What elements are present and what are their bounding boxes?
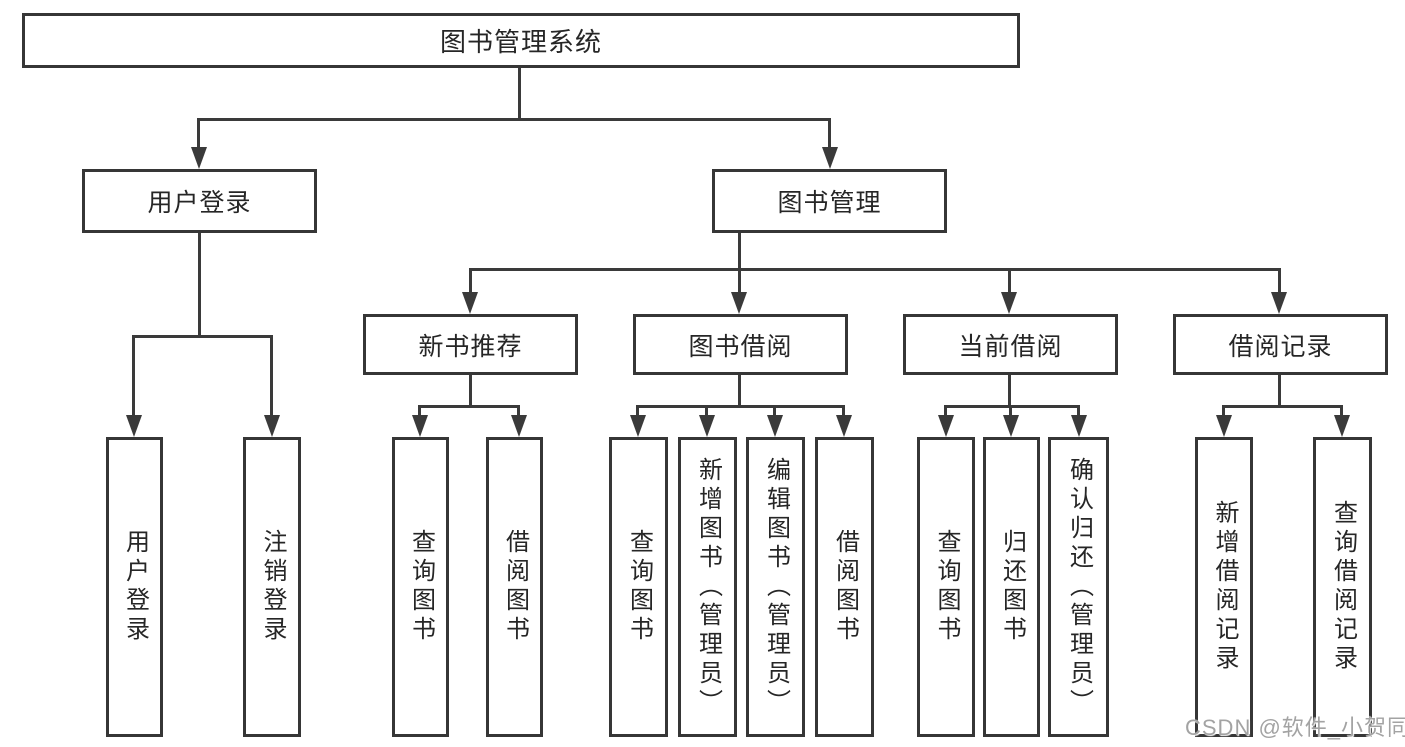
- connector-root-stem: [518, 68, 521, 118]
- node-label: 新书推荐: [418, 332, 523, 361]
- connector-borrow-records-branch: [1222, 405, 1343, 408]
- connector-drop: [1340, 405, 1343, 417]
- node-label: 用户登录: [121, 529, 149, 645]
- arrowhead-icon: [191, 147, 207, 169]
- csdn-watermark: CSDN @软件_小贺同学: [1185, 715, 1405, 740]
- connector-current-borrow-stem: [1008, 375, 1011, 405]
- node-label: 图书管理: [777, 189, 882, 217]
- node-label: 用户登录: [147, 189, 252, 217]
- node-label: 图书管理系统: [439, 27, 602, 57]
- connector-book-mgmt-drop: [828, 118, 831, 150]
- connector-drop: [1077, 405, 1080, 417]
- connector-drop: [842, 405, 845, 417]
- connector-drop: [270, 335, 273, 417]
- node-label: 图书借阅: [688, 332, 793, 361]
- connector-level3-branch: [469, 268, 1280, 271]
- connector-user-login-drop: [197, 118, 200, 150]
- leaf-return-books: 归还图书: [983, 437, 1040, 737]
- arrowhead-icon: [1003, 415, 1019, 437]
- connector-drop: [705, 405, 708, 417]
- arrowhead-icon: [1271, 292, 1287, 314]
- connector-book-borrow-stem: [738, 375, 741, 405]
- node-label: 新增借阅记录: [1211, 500, 1238, 674]
- connector-new-books-stem: [469, 375, 472, 405]
- node-label: 编辑图书（管理员）: [762, 456, 790, 718]
- arrowhead-icon: [126, 415, 142, 437]
- arrowhead-icon: [836, 415, 852, 437]
- connector-user-login-stem: [198, 233, 201, 335]
- leaf-borrow-books-recommend: 借阅图书: [486, 437, 543, 737]
- arrowhead-icon: [511, 415, 527, 437]
- arrowhead-icon: [630, 415, 646, 437]
- connector-drop: [1008, 268, 1011, 292]
- leaf-add-borrow-record: 新增借阅记录: [1195, 437, 1253, 737]
- node-label: 查询图书: [933, 529, 960, 645]
- node-user-login: 用户登录: [82, 169, 317, 233]
- node-label: 新增图书（管理员）: [694, 456, 722, 718]
- node-label: 查询借阅记录: [1329, 500, 1357, 674]
- connector-drop: [944, 405, 947, 417]
- connector-level2-branch: [198, 118, 831, 121]
- connector-book-borrow-branch: [636, 405, 845, 408]
- arrowhead-icon: [731, 292, 747, 314]
- arrowhead-icon: [264, 415, 280, 437]
- leaf-add-books-admin: 新增图书（管理员）: [678, 437, 737, 737]
- leaf-confirm-return-admin: 确认归还（管理员）: [1048, 437, 1109, 737]
- connector-drop: [738, 268, 741, 292]
- arrowhead-icon: [767, 415, 783, 437]
- connector-drop: [517, 405, 520, 417]
- connector-new-books-branch: [418, 405, 520, 408]
- node-current-borrowing: 当前借阅: [903, 314, 1118, 375]
- connector-drop: [469, 268, 472, 292]
- connector-drop: [1222, 405, 1225, 417]
- arrowhead-icon: [1071, 415, 1087, 437]
- arrowhead-icon: [699, 415, 715, 437]
- node-book-management: 图书管理: [712, 169, 947, 233]
- leaf-query-books-current: 查询图书: [917, 437, 975, 737]
- node-library-system: 图书管理系统: [22, 13, 1020, 68]
- leaf-user-login: 用户登录: [106, 437, 163, 737]
- connector-user-login-branch: [132, 335, 273, 338]
- arrowhead-icon: [938, 415, 954, 437]
- arrowhead-icon: [462, 292, 478, 314]
- connector-drop: [773, 405, 776, 417]
- node-label: 当前借阅: [958, 332, 1063, 361]
- node-label: 借阅图书: [831, 529, 859, 645]
- connector-borrow-records-stem: [1278, 375, 1281, 405]
- node-label: 归还图书: [998, 529, 1026, 645]
- node-label: 查询图书: [625, 529, 653, 645]
- node-label: 确认归还（管理员）: [1065, 456, 1093, 718]
- node-label: 借阅记录: [1228, 332, 1333, 361]
- node-borrow-records: 借阅记录: [1173, 314, 1388, 375]
- arrowhead-icon: [1001, 292, 1017, 314]
- connector-book-mgmt-stem: [738, 232, 741, 270]
- leaf-query-books-borrowing: 查询图书: [609, 437, 668, 737]
- node-label: 注销登录: [259, 529, 286, 645]
- connector-drop: [636, 405, 639, 417]
- connector-drop: [132, 335, 135, 417]
- node-label: 查询图书: [407, 529, 435, 645]
- node-new-book-recommend: 新书推荐: [363, 314, 578, 375]
- leaf-query-books-recommend: 查询图书: [392, 437, 449, 737]
- leaf-logout: 注销登录: [243, 437, 301, 737]
- connector-drop: [1009, 405, 1012, 417]
- connector-current-borrow-branch: [944, 405, 1080, 408]
- node-label: 借阅图书: [501, 529, 529, 645]
- node-book-borrowing: 图书借阅: [633, 314, 848, 375]
- leaf-edit-books-admin: 编辑图书（管理员）: [746, 437, 805, 737]
- leaf-borrow-books: 借阅图书: [815, 437, 874, 737]
- connector-drop: [418, 405, 421, 417]
- arrowhead-icon: [822, 147, 838, 169]
- arrowhead-icon: [412, 415, 428, 437]
- arrowhead-icon: [1216, 415, 1232, 437]
- arrowhead-icon: [1334, 415, 1350, 437]
- connector-drop: [1278, 268, 1281, 292]
- leaf-query-borrow-record: 查询借阅记录: [1313, 437, 1372, 737]
